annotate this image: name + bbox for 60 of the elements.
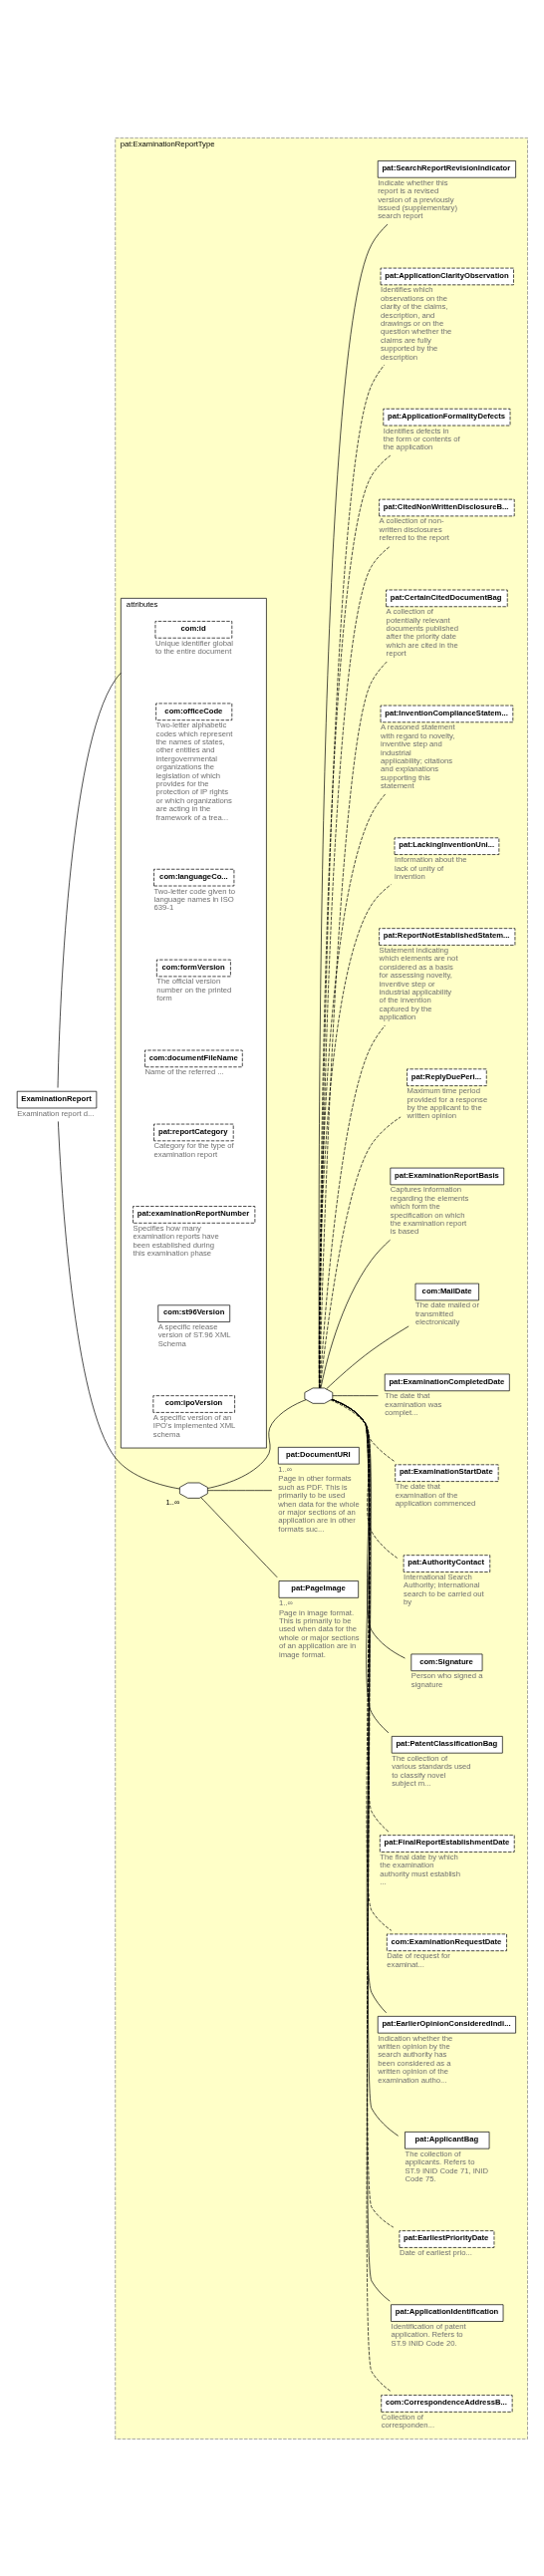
connector bbox=[331, 1398, 393, 1931]
node-label: Date of earliest prio... bbox=[399, 2247, 472, 2257]
connector bbox=[200, 1496, 278, 1577]
connector bbox=[318, 223, 389, 1388]
connector bbox=[319, 661, 388, 1388]
connector bbox=[207, 1489, 273, 1491]
node-label: Indication whether the written opinion by the search authority has been considered as a written opinion of the examination autho... bbox=[378, 2033, 453, 2085]
connector bbox=[331, 1398, 400, 2137]
node-label: Examination report d... bbox=[17, 1108, 95, 1118]
connector bbox=[319, 1024, 386, 1388]
node-label: Identifies which observations on the clarity of the claims, description, and drawings or on the question whether the claims are fully supported by the description bbox=[381, 284, 452, 361]
node-label: 1..∞ bbox=[278, 1597, 293, 1607]
connector bbox=[332, 1394, 379, 1396]
connector bbox=[330, 1399, 395, 1462]
node-label: The collection of various standards used to classify novel subject m... bbox=[392, 1753, 471, 1788]
node-label: The final date by which the examination authority must establish ... bbox=[380, 1852, 460, 1886]
node-label: Two-letter alphabetic codes which represent the names of states, other entities and intergovernmental organizations the legislation of which provides for the protection of IP rights or which organizations are acting in the framework of a trea... bbox=[155, 719, 233, 821]
node-label: International Search Authority; international search to be carried out by bbox=[404, 1572, 484, 1606]
connector bbox=[319, 364, 385, 1388]
connector bbox=[331, 1398, 406, 1658]
connector bbox=[57, 672, 122, 1088]
node-label: Two-letter code given to language names in ISO 639-1 bbox=[153, 886, 235, 912]
node-label: Page in image format. This is primarily to be used when data for the whole or major sections of an application are in image format. bbox=[278, 1607, 360, 1659]
node-label: Identifies defects in the form or contents of the application bbox=[383, 426, 460, 451]
node-label: Information about the lack of unity of invention bbox=[395, 854, 467, 881]
node-label: 1..∞ bbox=[278, 1464, 293, 1474]
node-label: Indicate whether this report is a revised version of a previously issued (supplementary) search report bbox=[378, 177, 457, 220]
node-label: A specific release version of ST.96 XML Schema bbox=[157, 1321, 231, 1348]
node-label: Identification of patent application. Refers to ST.9 INID Code 20. bbox=[391, 2321, 466, 2348]
node-label: Category for the type of examination report bbox=[153, 1140, 234, 1159]
node-octagon bbox=[179, 1482, 208, 1499]
node-octagon bbox=[304, 1387, 334, 1404]
node-label: A reasoned statement with regard to novelty, inventive step and industrial applicability; citations and explanations supporting this statement bbox=[381, 721, 455, 790]
node-label: A collection of non-written disclosures referred to the report bbox=[379, 515, 450, 542]
node-label: Name of the referred ... bbox=[144, 1066, 224, 1076]
connector bbox=[326, 1325, 409, 1389]
node-label: The date that examination of the application commenced bbox=[395, 1481, 476, 1508]
node-label: Date of request for examinat... bbox=[387, 1950, 450, 1969]
node-label: Unique identifier global to the entire document bbox=[154, 638, 233, 656]
node-label: The official version number on the printed form bbox=[156, 976, 232, 1002]
node-label: Statement indicating which elements are not considered as a basis for assessing novelty, inventive step or industrial applicability of the invention captured by the application bbox=[379, 945, 458, 1021]
connector bbox=[319, 792, 387, 1388]
node-label: 1..∞ bbox=[165, 1497, 180, 1507]
node-label: Person who signed a signature bbox=[410, 1670, 483, 1689]
node-label: Captures information regarding the elements which form the specification on which the examination report is based bbox=[390, 1184, 469, 1236]
node-label: Page in other formats such as PDF. This is primarily to be used when data for the whole or major sections of an application are in other formats suc... bbox=[278, 1473, 360, 1534]
connector bbox=[207, 1398, 307, 1489]
node-label: Specifies how many examination reports have been established during this examination phase bbox=[133, 1223, 219, 1258]
node-label: Collection of corresponden... bbox=[381, 2412, 435, 2430]
connector bbox=[320, 1239, 391, 1388]
node-label: A collection of potentially relevant documents published after the priority date which are cited in the report bbox=[386, 606, 459, 658]
connector bbox=[58, 1120, 180, 1489]
node-label: The date mailed or transmitted electronically bbox=[414, 1299, 479, 1326]
connector bbox=[320, 1116, 402, 1388]
node-label: Maximum time period provided for a response by the applicant to the written opinion bbox=[407, 1085, 488, 1120]
node-label: The collection of applicants. Refers to ST.9 INID Code 71, INID Code 75. bbox=[405, 2148, 489, 2183]
node-label: A specific version of an IPO's implemented XML schema bbox=[152, 1412, 236, 1439]
connector bbox=[331, 1398, 399, 1559]
connector bbox=[318, 883, 392, 1388]
node-label: The date that examination was complet... bbox=[385, 1390, 442, 1417]
